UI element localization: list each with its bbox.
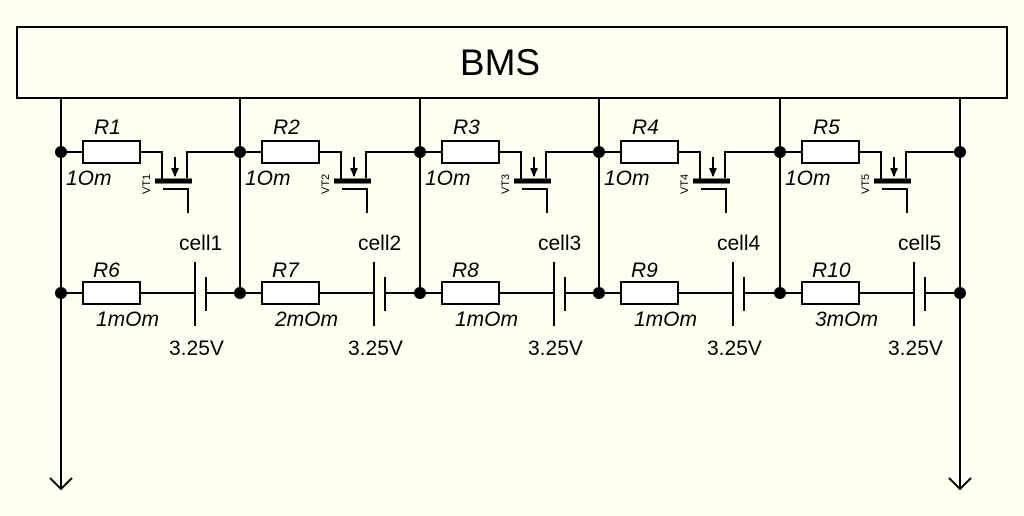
- transistor-source: [163, 188, 189, 213]
- wire: [319, 151, 342, 181]
- cell-label: cell2: [358, 232, 401, 255]
- junction-node: [593, 146, 605, 158]
- cell-label: cell5: [898, 232, 941, 255]
- series-resistor-value: 1mOm: [634, 308, 697, 331]
- series-resistor-label: R8: [452, 259, 479, 282]
- bleed-resistor-value: 1Om: [425, 167, 471, 190]
- transistor-source: [882, 188, 908, 213]
- series-resistor-label: R7: [272, 259, 300, 282]
- wire: [724, 151, 780, 178]
- left-rail: [49, 98, 73, 491]
- bms-title: BMS: [460, 42, 540, 83]
- transistor-label: VT5: [860, 174, 872, 194]
- series-resistor-value: 1mOm: [96, 308, 159, 331]
- wire: [365, 151, 420, 178]
- bleed-resistor: [441, 140, 500, 164]
- series-resistor-value: 1mOm: [455, 308, 518, 331]
- bleed-resistor: [801, 140, 860, 164]
- series-resistor: [801, 281, 860, 305]
- bleed-resistor-label: R4: [632, 116, 659, 139]
- series-resistor-value: 2mOm: [274, 308, 338, 331]
- cell-voltage: 3.25V: [348, 337, 403, 360]
- cell-voltage: 3.25V: [888, 337, 943, 360]
- transistor-source: [342, 188, 368, 213]
- cell-voltage: 3.25V: [528, 337, 583, 360]
- wire: [140, 151, 163, 181]
- wire: [499, 151, 522, 181]
- cell-label: cell4: [717, 232, 761, 255]
- transistor-label: VT2: [320, 174, 332, 194]
- bleed-resistor: [620, 140, 679, 164]
- junction-node: [414, 146, 426, 158]
- junction-node: [414, 287, 426, 299]
- bleed-resistor-value: 1Om: [66, 167, 112, 190]
- cell-label: cell1: [179, 232, 222, 255]
- bleed-resistor-value: 1Om: [785, 167, 831, 190]
- right-rail: [948, 98, 972, 491]
- arrow-head-icon: [709, 168, 717, 177]
- junction-node: [774, 146, 786, 158]
- series-resistor: [620, 281, 679, 305]
- cell-label: cell3: [538, 232, 581, 255]
- junction-node: [774, 287, 786, 299]
- series-resistor-label: R9: [631, 259, 658, 282]
- wire: [186, 151, 240, 178]
- series-resistor-label: R10: [812, 259, 851, 282]
- series-resistor-value: 3mOm: [815, 308, 878, 331]
- series-resistor: [261, 281, 320, 305]
- bleed-resistor-value: 1Om: [245, 167, 291, 190]
- cell-voltage: 3.25V: [169, 337, 224, 360]
- transistor-label: VT1: [141, 174, 153, 194]
- wire: [859, 151, 882, 181]
- bleed-resistor-label: R3: [453, 116, 480, 139]
- wire: [545, 151, 599, 178]
- cell-voltage: 3.25V: [707, 337, 762, 360]
- arrow-head-icon: [171, 168, 179, 177]
- transistor-label: VT3: [500, 174, 512, 194]
- transistor-source: [522, 188, 548, 213]
- bms-box: [16, 26, 1008, 99]
- bleed-resistor-label: R2: [273, 116, 300, 139]
- arrow-down-icon: [948, 477, 972, 491]
- bleed-resistor-label: R1: [94, 116, 121, 139]
- bleed-resistor-label: R5: [813, 116, 840, 139]
- bleed-resistor: [261, 140, 320, 164]
- arrow-head-icon: [530, 168, 538, 177]
- junction-node: [234, 287, 246, 299]
- bleed-resistor: [82, 140, 141, 164]
- series-resistor-label: R6: [93, 259, 120, 282]
- wire: [905, 151, 960, 178]
- wire: [678, 151, 701, 181]
- bleed-resistor-value: 1Om: [604, 167, 650, 190]
- junction-node: [593, 287, 605, 299]
- transistor-label: VT4: [679, 174, 691, 194]
- series-resistor: [441, 281, 500, 305]
- arrow-head-icon: [890, 168, 898, 177]
- junction-node: [234, 146, 246, 158]
- series-resistor: [82, 281, 141, 305]
- transistor-source: [701, 188, 727, 213]
- arrow-head-icon: [350, 168, 358, 177]
- arrow-down-icon: [49, 477, 73, 491]
- bms-block: BMS: [16, 26, 1008, 99]
